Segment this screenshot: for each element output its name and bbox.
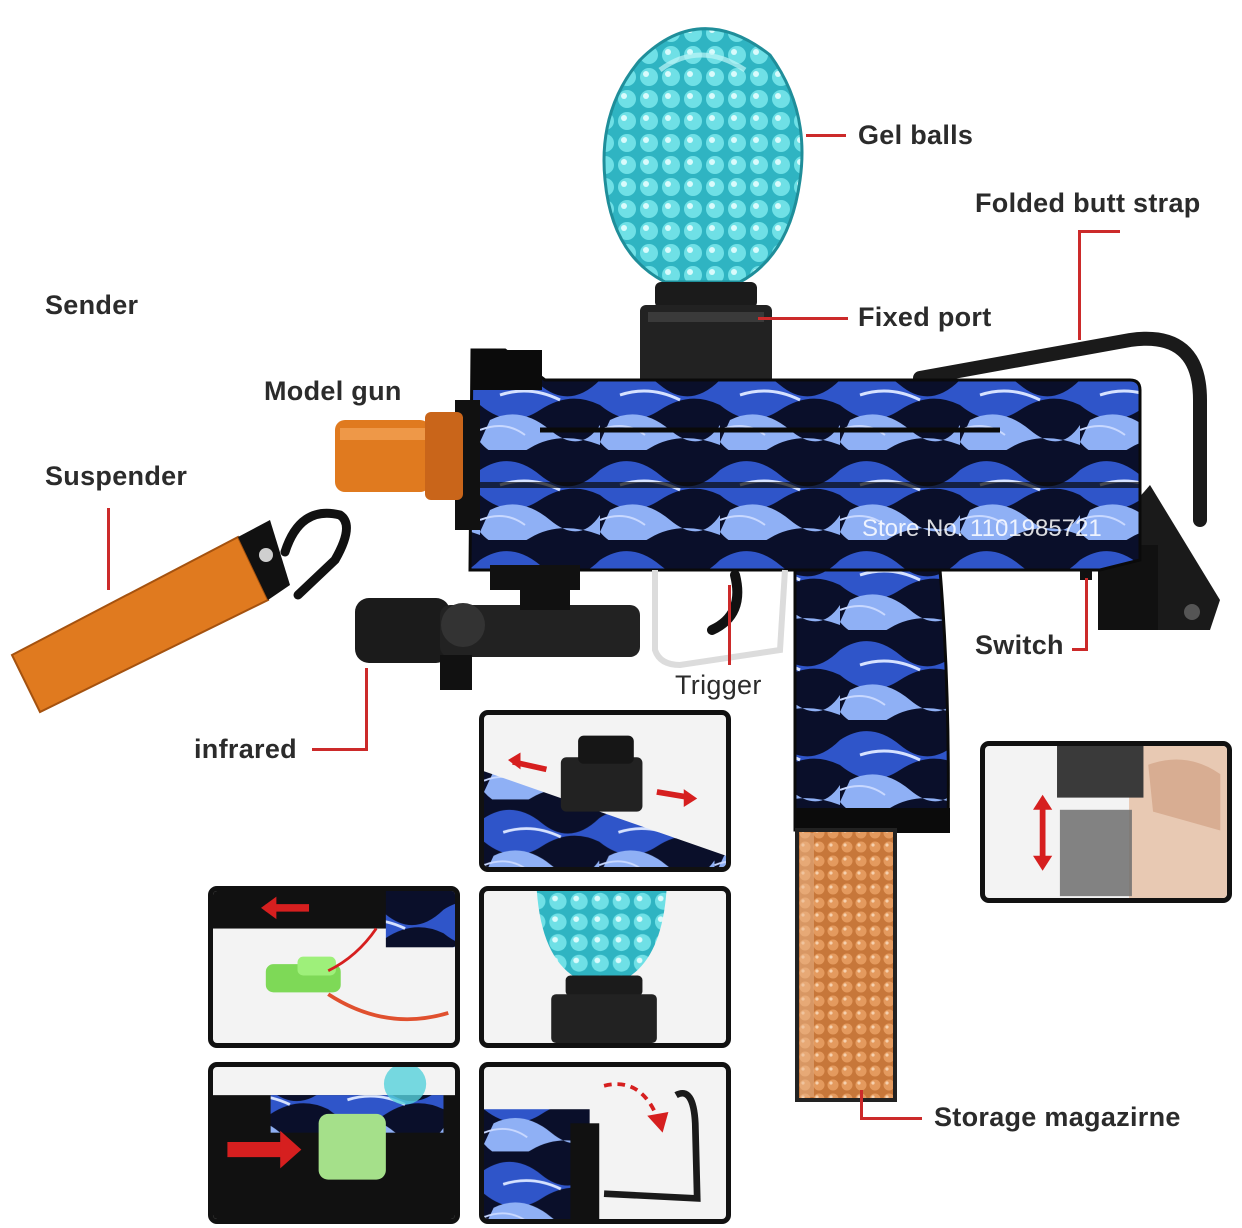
flashlight-icon xyxy=(355,570,640,690)
leader-magazine-v xyxy=(860,1090,863,1120)
label-infrared: infrared xyxy=(194,734,297,764)
label-folded-butt-strap: Folded butt strap xyxy=(975,188,1201,218)
label-gel-balls: Gel balls xyxy=(858,120,974,150)
label-switch: Switch xyxy=(975,630,1064,660)
inset-hopper-attach xyxy=(479,886,731,1048)
leader-trigger xyxy=(728,585,731,665)
orange-muzzle-tip xyxy=(335,412,463,500)
label-model-gun: Model gun xyxy=(264,376,402,406)
leader-infrared-h xyxy=(312,748,368,751)
leader-fixed-port xyxy=(758,317,848,320)
leader-butt-strap-h xyxy=(1078,230,1120,233)
label-fixed-port: Fixed port xyxy=(858,302,992,332)
leader-butt-strap-v xyxy=(1078,230,1081,340)
leader-switch-v xyxy=(1085,578,1088,650)
leader-magazine-h xyxy=(860,1117,922,1120)
leader-suspender xyxy=(107,508,110,590)
store-watermark: Store No. 1101985721 xyxy=(862,515,1102,542)
label-sender: Sender xyxy=(45,290,139,320)
inset-battery-insert xyxy=(208,1062,460,1224)
label-storage-magazine: Storage magazirne xyxy=(934,1102,1181,1132)
magazine-icon xyxy=(795,828,897,1102)
inset-battery-connect xyxy=(208,886,460,1048)
leader-gel-balls xyxy=(806,134,846,137)
gel-ball-hopper-icon xyxy=(602,27,804,387)
inset-fixed-port xyxy=(479,710,731,872)
label-suspender: Suspender xyxy=(45,461,188,491)
inset-stock-fold xyxy=(479,1062,731,1224)
battery-icon xyxy=(265,956,341,993)
toy-blaster-icon xyxy=(455,348,1142,833)
lanyard-icon xyxy=(10,508,351,714)
leader-infrared-v xyxy=(365,668,368,750)
inset-magazine-insert xyxy=(980,741,1232,903)
label-trigger: Trigger xyxy=(675,670,762,700)
leader-switch-h xyxy=(1072,648,1088,651)
